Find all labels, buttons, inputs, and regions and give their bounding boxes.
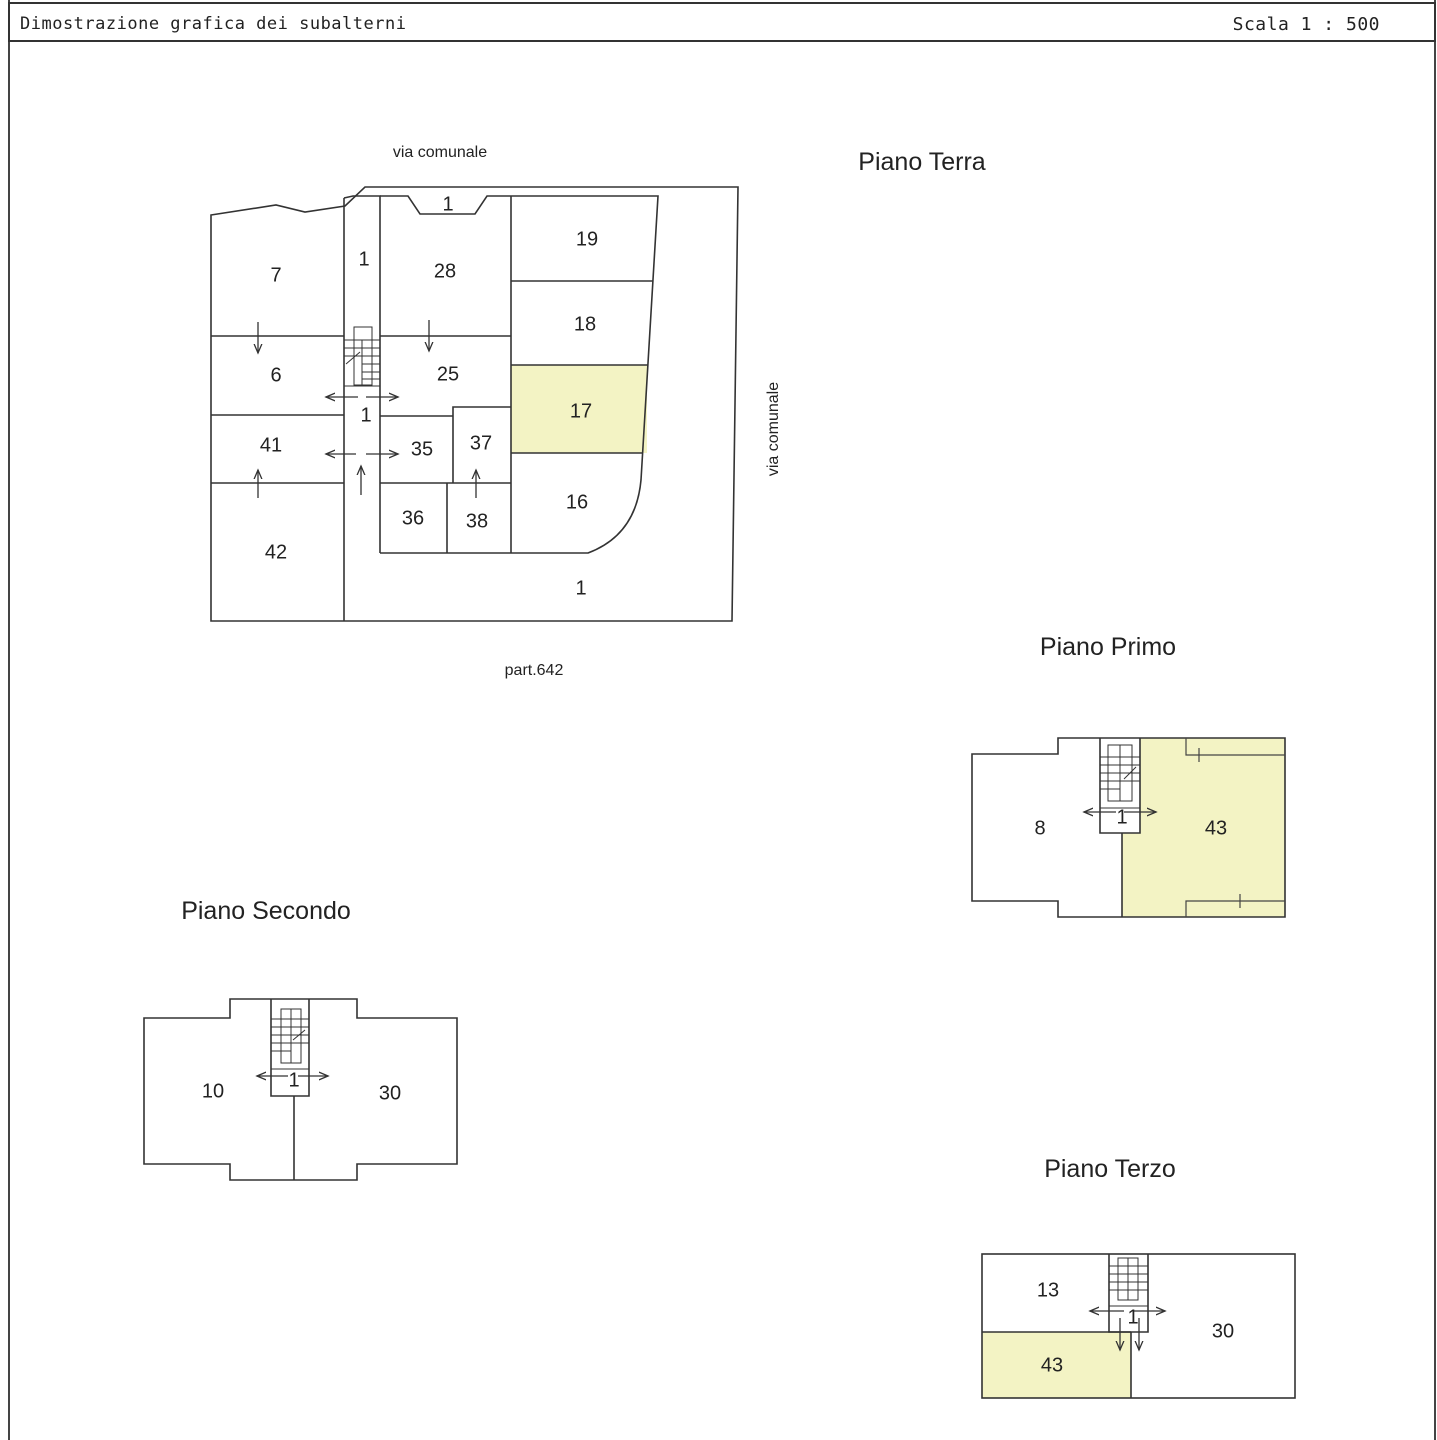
piano-secondo-title: Piano Secondo — [181, 897, 351, 925]
unit-label: 16 — [566, 491, 588, 513]
unit-label: 37 — [470, 432, 492, 454]
piano-terzo-plan: Piano Terzo 13 1 30 43 — [981, 1155, 1296, 1399]
access-arrows — [258, 320, 476, 498]
unit-label: 35 — [411, 438, 433, 460]
piano-secondo-plan: Piano Secondo 10 1 30 — [143, 897, 458, 1181]
header-bar: Dimostrazione grafica dei subalterni Sca… — [8, 2, 1436, 42]
unit-label: 17 — [570, 400, 592, 422]
unit-label: 30 — [379, 1082, 401, 1104]
unit-label: 10 — [202, 1080, 224, 1102]
street-label-right: via comunale — [765, 382, 782, 476]
unit-43-highlight — [982, 1332, 1131, 1398]
unit-label: 1 — [358, 248, 369, 270]
stair-icon — [1109, 1257, 1148, 1307]
unit-label: 1 — [360, 404, 371, 426]
unit-label: 1 — [288, 1069, 299, 1091]
piano-terra-title: Piano Terra — [858, 148, 985, 176]
unit-label: 36 — [402, 507, 424, 529]
unit-label: 19 — [576, 228, 598, 250]
stair-icon — [343, 326, 381, 387]
unit-label: 38 — [466, 510, 488, 532]
balcony-line — [1185, 900, 1285, 917]
floor-outline — [971, 737, 1286, 918]
wall — [511, 195, 659, 554]
unit-43-highlight — [1122, 738, 1285, 917]
stair-icon — [1100, 744, 1140, 809]
unit-label: 18 — [574, 313, 596, 335]
unit-label: 43 — [1205, 817, 1227, 839]
unit-label: 28 — [434, 260, 456, 282]
stair-core — [1099, 738, 1141, 834]
piano-terzo-title: Piano Terzo — [1044, 1155, 1176, 1183]
street-label-top: via comunale — [393, 144, 487, 161]
unit-17-highlight — [511, 365, 647, 453]
entrance-wall — [380, 195, 511, 215]
unit-label: 43 — [1041, 1354, 1063, 1376]
unit-label: 41 — [260, 434, 282, 456]
parcel-label: part.642 — [505, 662, 564, 679]
stair-icon — [271, 1008, 309, 1070]
unit-label: 1 — [442, 193, 453, 215]
piano-primo-title: Piano Primo — [1040, 633, 1176, 661]
unit-label: 13 — [1037, 1279, 1059, 1301]
piano-terra-plan: via comunale via comunale part.642 Piano… — [210, 144, 986, 679]
document-title: Dimostrazione grafica dei subalterni — [20, 14, 407, 34]
unit-label: 30 — [1212, 1320, 1234, 1342]
unit-label: 42 — [265, 541, 287, 563]
stair-core — [1108, 1254, 1149, 1333]
balcony-line — [1185, 738, 1285, 756]
piano-primo-plan: Piano Primo 8 1 43 — [971, 633, 1286, 918]
unit-label: 6 — [270, 364, 281, 386]
scale-label: Scala 1 : 500 — [1232, 14, 1380, 35]
floor-outline — [143, 998, 458, 1181]
unit-label: 1 — [575, 577, 586, 599]
unit-label: 1 — [1127, 1306, 1138, 1328]
unit-label: 8 — [1034, 817, 1045, 839]
site-boundary — [210, 186, 739, 622]
floor-outline — [981, 1253, 1296, 1399]
unit-label: 1 — [1116, 806, 1127, 828]
unit-label: 25 — [437, 363, 459, 385]
drawing-frame — [8, 0, 1436, 1440]
unit-label: 7 — [270, 264, 281, 286]
wall — [452, 406, 511, 483]
stair-core — [270, 999, 310, 1097]
